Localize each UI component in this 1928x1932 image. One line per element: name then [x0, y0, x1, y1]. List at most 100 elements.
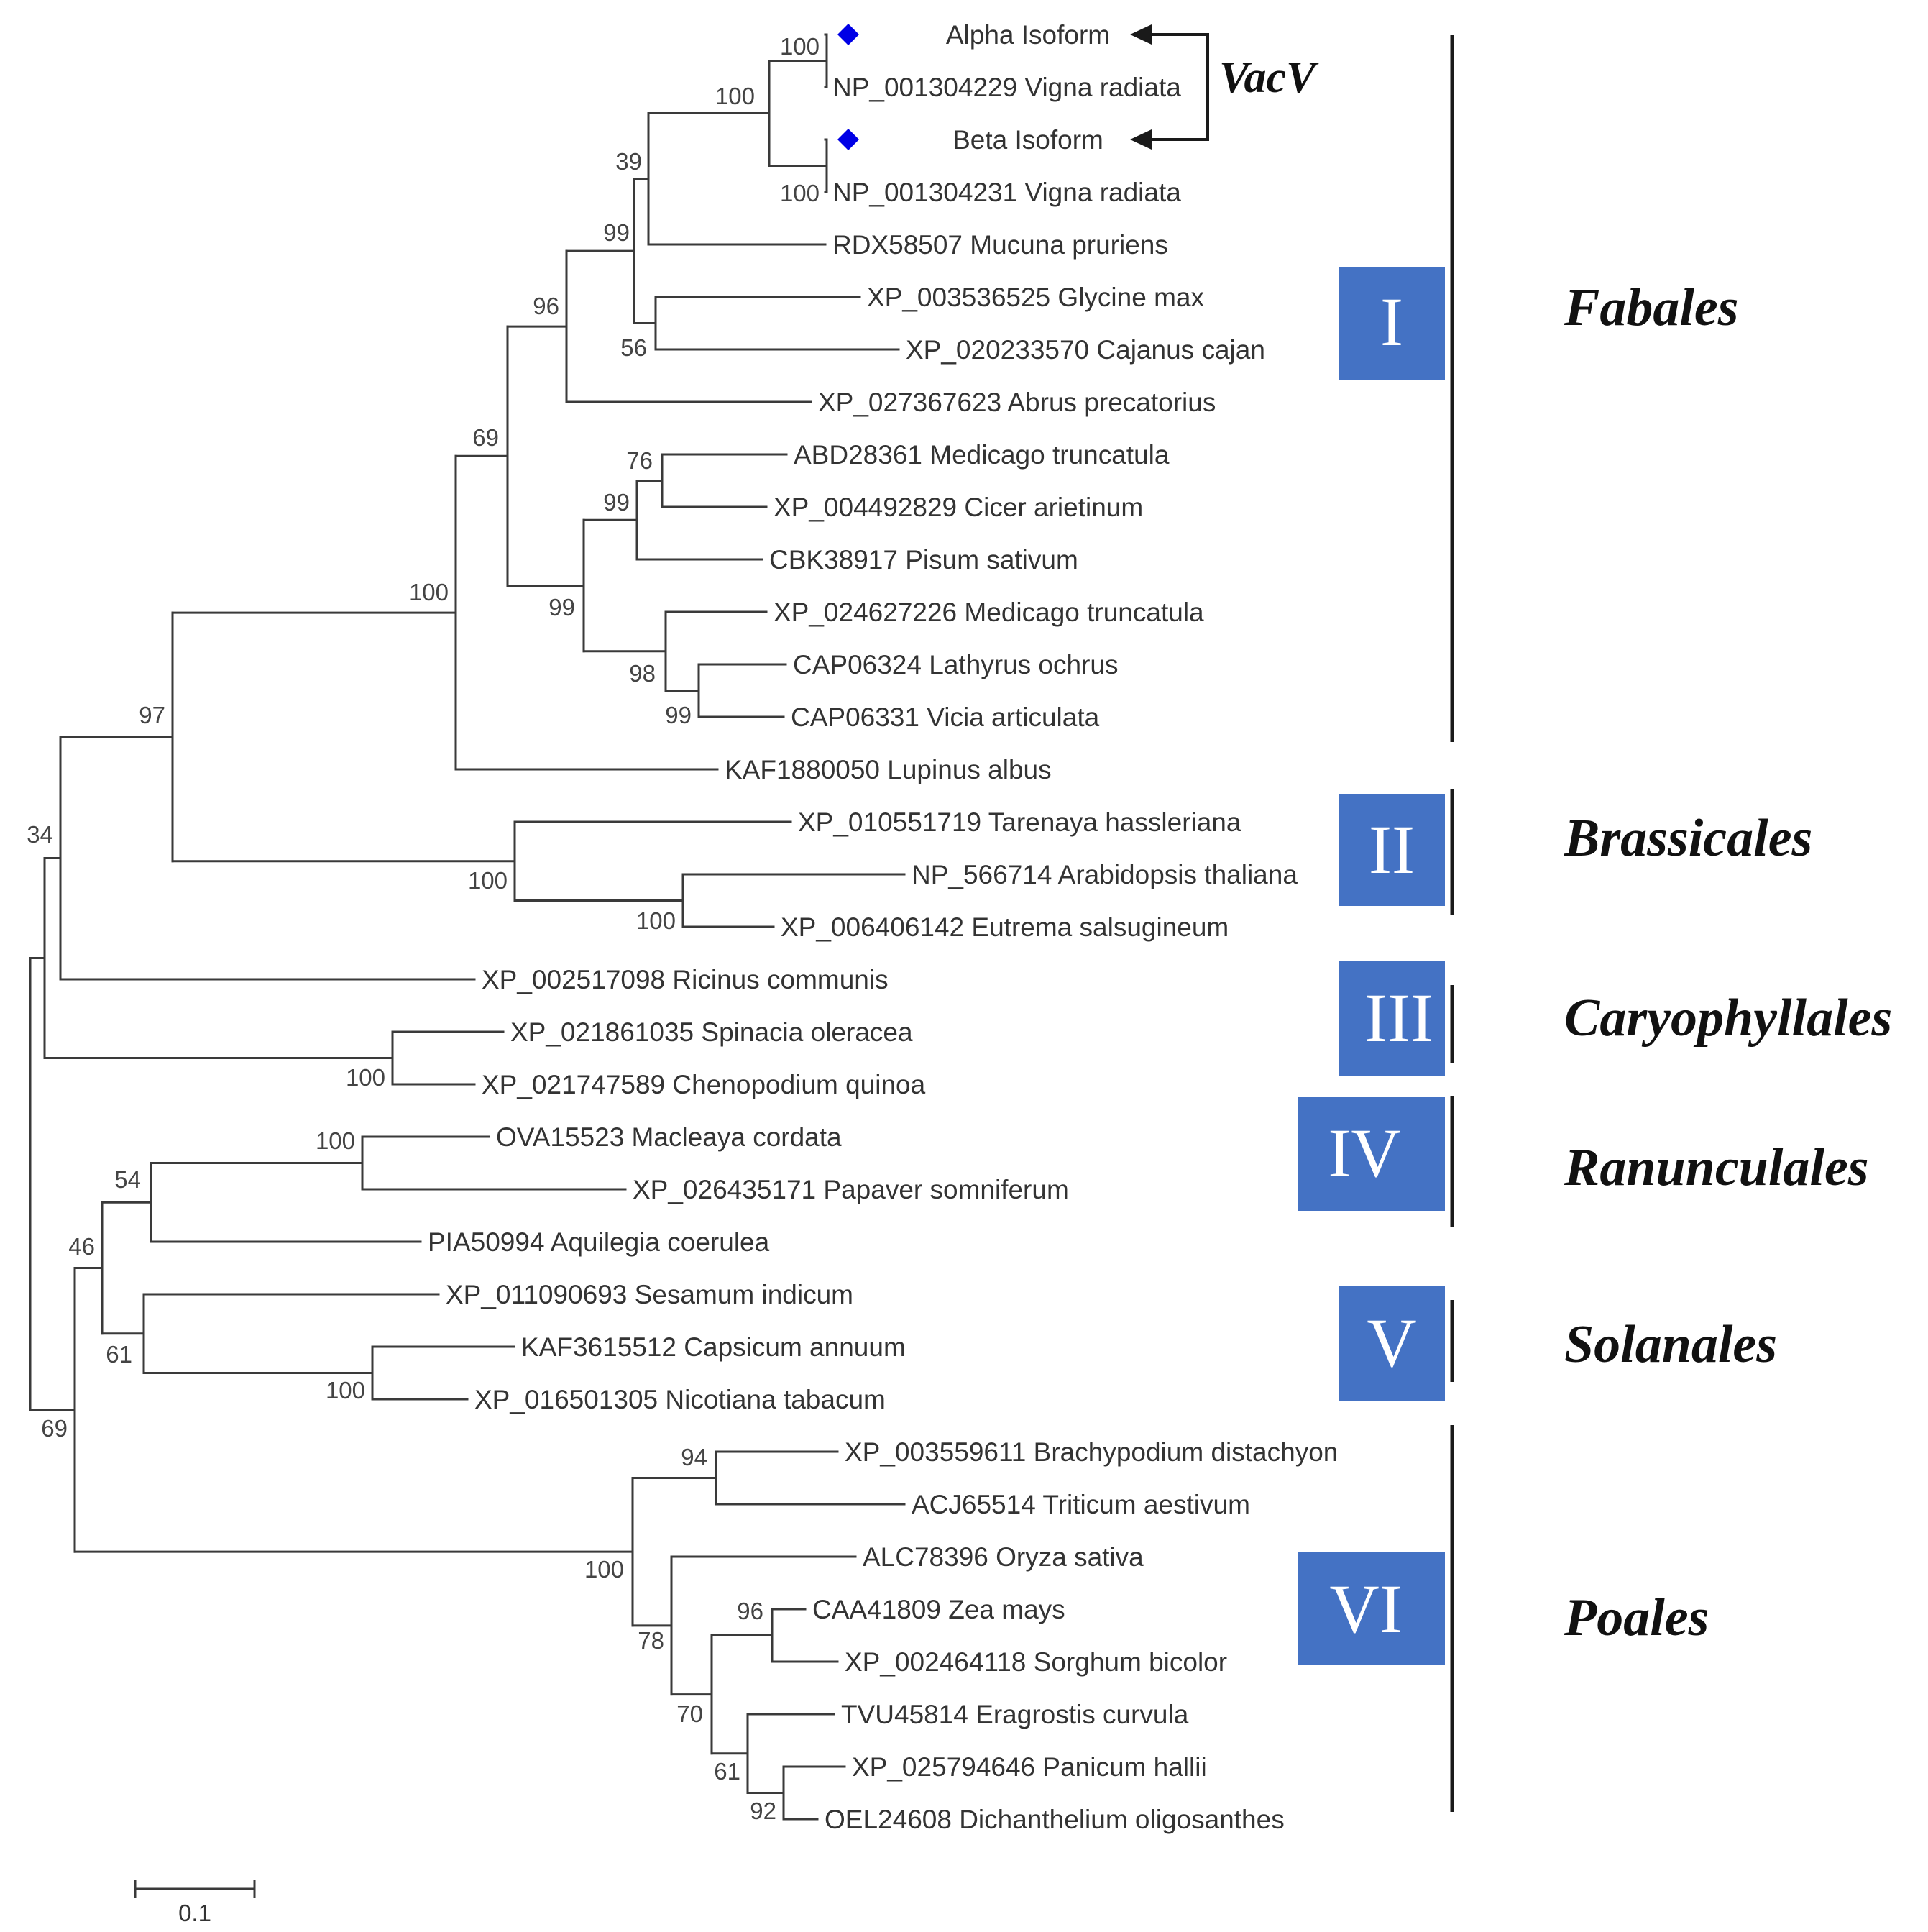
clade-numeral: II — [1369, 811, 1415, 888]
leaf-label: XP_004492829 Cicer arietinum — [774, 493, 1143, 522]
leaf-label: XP_024627226 Medicago truncatula — [774, 598, 1204, 627]
clade-box — [1339, 267, 1445, 380]
leaf-label: OEL24608 Dichanthelium oligosanthes — [825, 1805, 1285, 1834]
bootstrap-label: 76 — [626, 447, 653, 474]
leaf-label: XP_002464118 Sorghum bicolor — [845, 1647, 1227, 1677]
leaf-label: XP_020233570 Cajanus cajan — [906, 335, 1265, 365]
clade-box — [1339, 1286, 1445, 1401]
leaf-label: PIA50994 Aquilegia coerulea — [428, 1227, 770, 1257]
order-label: Caryophyllales — [1564, 989, 1892, 1048]
leaf-label: NP_001304229 Vigna radiata — [832, 73, 1181, 102]
bootstrap-label: 39 — [615, 148, 642, 175]
bootstrap-label: 100 — [409, 579, 449, 605]
leaf-label: XP_003559611 Brachypodium distachyon — [845, 1437, 1338, 1467]
vacv-annotation: VacV — [1130, 24, 1319, 150]
leaf-label: XP_016501305 Nicotiana tabacum — [474, 1385, 886, 1414]
bootstrap-label: 97 — [139, 702, 165, 728]
bootstrap-label: 100 — [780, 180, 820, 206]
bootstrap-label: 56 — [620, 334, 647, 361]
bootstrap-label: 99 — [548, 594, 575, 621]
leaf-label: TVU45814 Eragrostis curvula — [841, 1700, 1189, 1729]
bootstrap-label: 100 — [326, 1377, 365, 1404]
bootstrap-label: 100 — [780, 33, 820, 60]
vacv-arrow-head-beta — [1130, 129, 1152, 150]
leaf-label: RDX58507 Mucuna pruriens — [832, 230, 1168, 260]
leaf-label: XP_011090693 Sesamum indicum — [446, 1280, 853, 1309]
scale-bar-label: 0.1 — [178, 1900, 211, 1926]
leaf-label: NP_566714 Arabidopsis thaliana — [912, 860, 1298, 889]
tree-branches — [29, 33, 906, 1821]
leaf-label: ABD28361 Medicago truncatula — [794, 440, 1170, 470]
clade-numeral: I — [1380, 283, 1403, 360]
bootstrap-label: 96 — [533, 293, 559, 319]
bootstrap-label: 69 — [472, 424, 499, 451]
leaf-label: XP_006406142 Eutrema salsugineum — [781, 912, 1229, 942]
order-label: Ranunculales — [1564, 1138, 1869, 1197]
leaf-label: XP_021747589 Chenopodium quinoa — [482, 1070, 926, 1099]
isoform-markers — [837, 24, 859, 150]
leaf-label: CAP06331 Vicia articulata — [791, 702, 1100, 732]
leaf-label: XP_025794646 Panicum hallii — [852, 1752, 1207, 1782]
isoform-marker-diamond — [837, 24, 859, 45]
bootstrap-label: 99 — [665, 702, 692, 728]
leaf-label: NP_001304231 Vigna radiata — [832, 178, 1181, 207]
bootstrap-label: 34 — [27, 821, 53, 848]
leaf-label: ACJ65514 Triticum aestivum — [912, 1490, 1250, 1519]
bootstrap-label: 94 — [681, 1444, 707, 1470]
bootstrap-label: 100 — [715, 83, 755, 109]
clade-box — [1298, 1097, 1445, 1211]
bootstrap-label: 99 — [603, 219, 630, 246]
bootstrap-label: 100 — [468, 867, 508, 894]
bootstrap-label: 61 — [106, 1341, 132, 1368]
leaf-label: Beta Isoform — [952, 125, 1103, 155]
bootstrap-label: 69 — [41, 1415, 68, 1442]
vacv-label: VacV — [1219, 53, 1319, 102]
leaf-label: OVA15523 Macleaya cordata — [496, 1122, 842, 1152]
vacv-arrow-head-alpha — [1130, 24, 1152, 45]
bootstrap-label: 96 — [737, 1598, 763, 1624]
isoform-marker-diamond — [837, 129, 859, 150]
leaf-label: ALC78396 Oryza sativa — [863, 1542, 1144, 1572]
scale-bar: 0.1 — [134, 1880, 256, 1926]
bootstrap-label: 54 — [114, 1166, 141, 1193]
bootstrap-label: 92 — [750, 1798, 776, 1824]
leaf-label: CAP06324 Lathyrus ochrus — [793, 650, 1119, 679]
bootstrap-label: 100 — [636, 907, 676, 934]
order-label: Poales — [1564, 1588, 1709, 1647]
bootstrap-label: 78 — [638, 1627, 664, 1654]
leaf-label: XP_010551719 Tarenaya hassleriana — [798, 807, 1241, 837]
leaf-label: XP_002517098 Ricinus communis — [482, 965, 889, 994]
bootstrap-label: 61 — [714, 1758, 740, 1785]
clade-box — [1339, 961, 1445, 1076]
leaf-label: XP_003536525 Glycine max — [867, 283, 1204, 312]
bootstrap-labels: 34 97 100 69 96 99 39 100 100 100 56 99 99 76 98 99 100 1… — [27, 33, 820, 1824]
leaf-label: CAA41809 Zea mays — [812, 1595, 1065, 1624]
clade-box — [1339, 794, 1445, 906]
leaf-label: CBK38917 Pisum sativum — [769, 545, 1078, 574]
clade-numeral: IV — [1328, 1114, 1400, 1191]
clade-numeral: III — [1364, 979, 1433, 1056]
order-label: Solanales — [1564, 1315, 1777, 1374]
leaf-label: XP_026435171 Papaver somniferum — [633, 1175, 1069, 1204]
bootstrap-label: 99 — [603, 489, 630, 516]
bootstrap-label: 100 — [316, 1127, 355, 1154]
clade-numeral: V — [1367, 1304, 1416, 1381]
vacv-bracket — [1136, 33, 1209, 141]
clade-box — [1298, 1552, 1445, 1665]
leaf-label: XP_021861035 Spinacia oleracea — [510, 1017, 913, 1047]
order-label: Brassicales — [1564, 809, 1812, 868]
bootstrap-label: 100 — [584, 1556, 624, 1583]
bootstrap-label: 70 — [676, 1700, 703, 1727]
order-label: Fabales — [1564, 278, 1739, 337]
bootstrap-label: 98 — [629, 660, 656, 687]
leaf-label: KAF3615512 Capsicum annuum — [521, 1332, 906, 1362]
bootstrap-label: 46 — [68, 1233, 95, 1260]
leaf-label: XP_027367623 Abrus precatorius — [818, 388, 1216, 417]
leaf-label: Alpha Isoform — [946, 20, 1110, 50]
clade-numeral: VI — [1329, 1570, 1402, 1647]
leaf-label: KAF1880050 Lupinus albus — [725, 755, 1052, 784]
bootstrap-label: 100 — [346, 1064, 385, 1091]
